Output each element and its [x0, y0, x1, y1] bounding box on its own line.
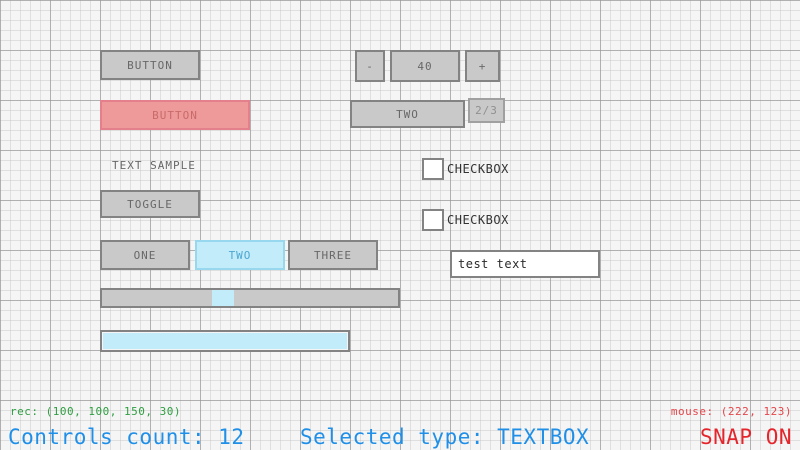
controls-count-text: Controls count: 12 [8, 425, 245, 449]
spinner-decrement-label: - [366, 59, 374, 73]
toggle-group-item-three[interactable]: THREE [288, 240, 378, 270]
textbox-value: test text [458, 257, 528, 271]
checkbox-one-label: CHECKBOX [447, 162, 509, 176]
slider-handle[interactable] [212, 290, 234, 306]
button-pressed-label: BUTTON [152, 108, 198, 122]
checkbox-one-box[interactable] [422, 158, 444, 180]
text-sample-label: TEXT SAMPLE [112, 159, 196, 172]
dropdown-counter-badge: 2/3 [468, 98, 505, 123]
toggle-group-item-three-label: THREE [313, 248, 353, 262]
dropdown-box[interactable]: TWO [350, 100, 465, 128]
toggle-group-item-two-label: TWO [228, 248, 252, 262]
toggle-group-item-two[interactable]: TWO [195, 240, 285, 270]
textbox-control[interactable]: test text [450, 250, 600, 278]
button-default-label: BUTTON [127, 58, 173, 72]
checkbox-one[interactable]: CHECKBOX [422, 158, 509, 180]
toggle-group-item-one-label: ONE [133, 248, 157, 262]
checkbox-two-box[interactable] [422, 209, 444, 231]
dropdown-selected-label: TWO [396, 107, 419, 121]
checkbox-two-label: CHECKBOX [447, 213, 509, 227]
mouse-info-text: mouse: (222, 123) [670, 405, 792, 418]
spinner-value: 40 [417, 59, 433, 73]
spinner-increment-button[interactable]: + [465, 50, 500, 82]
progress-bar-fill [103, 333, 347, 349]
selected-type-text: Selected type: TEXTBOX [300, 425, 590, 449]
toggle-control[interactable]: TOGGLE [100, 190, 200, 218]
spinner-value-field[interactable]: 40 [390, 50, 460, 82]
slider-control[interactable] [100, 288, 400, 308]
spinner-increment-label: + [478, 59, 487, 73]
progress-bar [100, 330, 350, 352]
rec-info-text: rec: (100, 100, 150, 30) [10, 405, 181, 418]
button-default[interactable]: BUTTON [100, 50, 200, 80]
checkbox-two[interactable]: CHECKBOX [422, 209, 509, 231]
dropdown-counter-text: 2/3 [475, 104, 498, 117]
button-pressed[interactable]: BUTTON [100, 100, 250, 130]
toggle-label: TOGGLE [127, 197, 173, 211]
snap-state-text: SNAP ON [699, 425, 792, 449]
toggle-group-item-one[interactable]: ONE [100, 240, 190, 270]
spinner-decrement-button[interactable]: - [355, 50, 385, 82]
